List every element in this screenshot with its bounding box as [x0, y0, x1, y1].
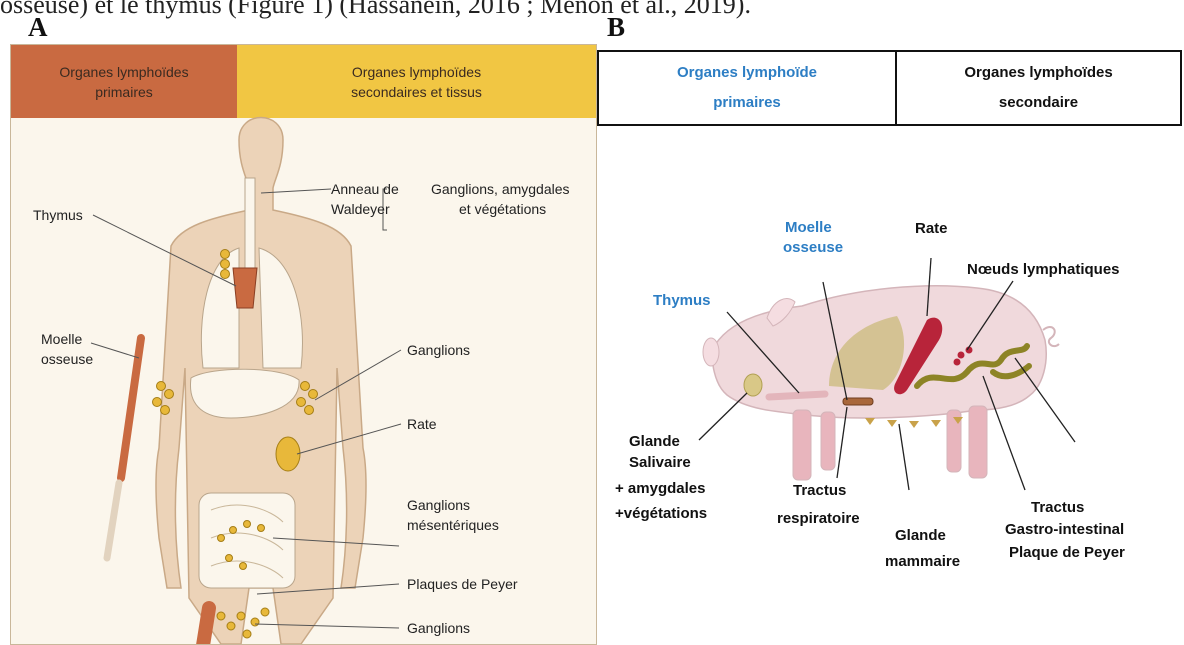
- pig-snout: [703, 338, 719, 366]
- panel-a-letter: A: [28, 12, 48, 43]
- label-glande-mammaire-2: mammaire: [885, 553, 960, 570]
- label-thymus: Thymus: [33, 207, 83, 223]
- label-moelle-1: Moelle: [785, 219, 832, 236]
- label-glande-mammaire-1: Glande: [895, 527, 946, 544]
- pig-leg-back-1: [969, 406, 987, 478]
- intestines: [199, 493, 295, 588]
- label-ganglions-axillary: Ganglions: [407, 342, 470, 358]
- label-thymus: Thymus: [653, 292, 711, 309]
- pig-leg-front-2: [821, 412, 835, 470]
- label-mesent-2: mésentériques: [407, 517, 499, 533]
- label-tractus-gi-1: Tractus: [1031, 499, 1084, 516]
- label-moelle-1: Moelle: [41, 331, 82, 347]
- label-tractus-gi-2: Gastro-intestinal: [1005, 521, 1124, 538]
- thymus-organ: [233, 268, 257, 308]
- human-illustration: Thymus Moelle osseuse Anneau de Waldeyer…: [11, 45, 596, 644]
- label-noeuds: Nœuds lymphatiques: [967, 261, 1120, 278]
- label-moelle-2: osseuse: [783, 239, 843, 256]
- label-rate: Rate: [407, 416, 437, 432]
- label-glande-salivaire-3: + amygdales: [615, 480, 705, 497]
- panel-a-human-diagram: Organes lymphoïdes primaires Organes lym…: [10, 44, 597, 645]
- label-tractus-resp-2: respiratoire: [777, 510, 860, 527]
- humerus-marrow: [121, 338, 141, 478]
- label-ganglions-amygdales-2: et végétations: [459, 201, 546, 217]
- label-glande-salivaire-2: Salivaire: [629, 454, 691, 471]
- trachea: [245, 178, 255, 268]
- label-rate: Rate: [915, 220, 948, 237]
- label-anneau-2: Waldeyer: [331, 201, 390, 217]
- caption-text-line: osseuse) et le thymus (Figure 1) (Hassan…: [0, 0, 1184, 20]
- label-tractus-resp-1: Tractus: [793, 482, 846, 499]
- label-glande-salivaire-1: Glande: [629, 433, 680, 450]
- label-mesent-1: Ganglions: [407, 497, 470, 513]
- label-tractus-gi-3: Plaque de Peyer: [1009, 544, 1125, 561]
- label-peyer: Plaques de Peyer: [407, 576, 518, 592]
- label-ganglions-inguinal: Ganglions: [407, 620, 470, 636]
- panel-b-letter: B: [607, 12, 625, 43]
- label-ganglions-amygdales-1: Ganglions, amygdales: [431, 181, 570, 197]
- bone-marrow-organ: [843, 398, 873, 405]
- femur-marrow: [201, 608, 209, 644]
- pig-leg-front-1: [793, 410, 811, 480]
- label-glande-salivaire-4: +végétations: [615, 505, 707, 522]
- label-anneau-1: Anneau de: [331, 181, 399, 197]
- spleen-organ: [276, 437, 300, 471]
- pig-illustration: Moelle osseuse Rate Nœuds lymphatiques T…: [597, 50, 1184, 643]
- thymus-organ: [769, 394, 825, 397]
- panel-b-pig-diagram: Organes lymphoïde primaires Organes lymp…: [597, 50, 1184, 643]
- label-moelle-2: osseuse: [41, 351, 93, 367]
